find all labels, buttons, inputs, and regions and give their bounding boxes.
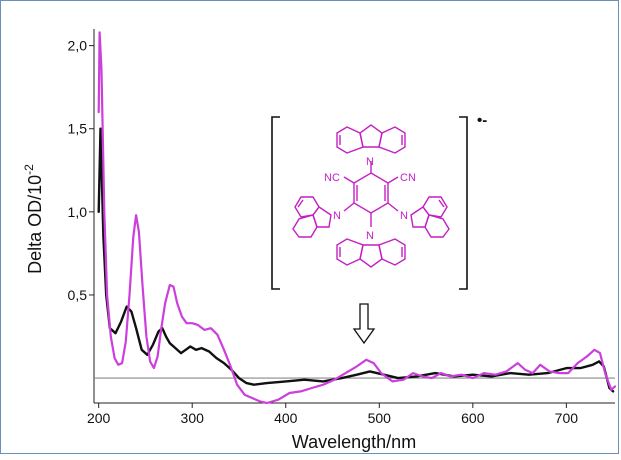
- carbazole-right: [410, 196, 450, 238]
- carbazole-top: [336, 124, 406, 154]
- y-tick-label: 2,0: [68, 38, 88, 54]
- nitrogen-label-bottom: N: [366, 230, 374, 242]
- y-tick-label: 1,0: [68, 204, 88, 220]
- carbazole-left: [292, 196, 332, 238]
- carbazole-bottom: [336, 238, 406, 268]
- y-axis-title-exponent: -2: [22, 164, 36, 175]
- molecule-structure-inset: [271, 116, 468, 290]
- x-tick-group: 200 300 400 500 600 700: [87, 403, 578, 426]
- central-benzene-ring: [353, 172, 389, 214]
- hollow-down-arrow: [352, 303, 376, 345]
- x-tick-label: 300: [181, 410, 205, 426]
- nitrogen-label-right: N: [400, 210, 408, 222]
- series-layer: [97, 31, 617, 405]
- magenta-series-line: [97, 31, 617, 405]
- left-bracket: [271, 116, 280, 290]
- x-tick-label: 500: [368, 410, 392, 426]
- x-tick-label: 200: [87, 410, 111, 426]
- y-axis-title: Delta OD/10-2: [22, 164, 45, 274]
- x-tick-label: 600: [461, 410, 485, 426]
- x-axis-title: Wavelength/nm: [292, 432, 416, 452]
- y-tick-label: 0,5: [68, 287, 88, 303]
- x-tick-label: 700: [555, 410, 579, 426]
- y-tick-label: 1,5: [68, 121, 88, 137]
- nitrogen-label-left: N: [333, 210, 341, 222]
- y-axis-title-base: Delta OD/10: [25, 175, 45, 274]
- nitrile-label-right: CN: [400, 172, 416, 184]
- radical-anion-label: •-: [477, 112, 487, 129]
- nitrile-label-left: NC: [324, 172, 340, 184]
- black-series-line: [97, 127, 615, 393]
- right-bracket: [459, 116, 468, 290]
- y-tick-group: 0,5 1,0 1,5 2,0: [68, 38, 94, 303]
- nitrogen-label-top: N: [366, 156, 374, 168]
- x-tick-label: 400: [274, 410, 298, 426]
